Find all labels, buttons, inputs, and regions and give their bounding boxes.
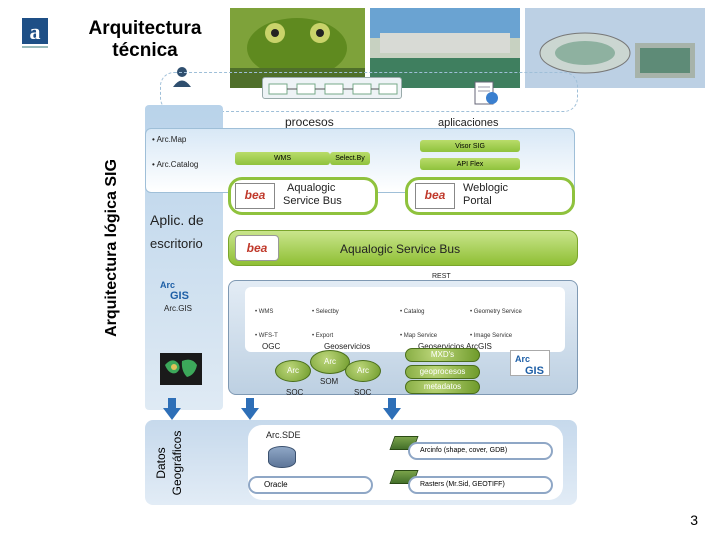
label-aplic-1: Aplic. de bbox=[150, 212, 204, 228]
application-icon bbox=[472, 80, 500, 106]
mxd-pill: MXD's bbox=[405, 348, 480, 362]
arcinfo-pill: Arcinfo (shape, cover, GDB) bbox=[408, 442, 553, 460]
header-photo-water-plant bbox=[525, 8, 705, 88]
svg-text:a: a bbox=[30, 19, 41, 44]
services-area bbox=[245, 287, 565, 352]
service-item: • WFS-T bbox=[255, 333, 278, 339]
svg-text:GIS: GIS bbox=[525, 365, 544, 377]
mxd-label: MXD's bbox=[430, 350, 455, 359]
geoprocesos-label: geoprocesos bbox=[419, 367, 466, 376]
label-arccatalog: • Arc.Catalog bbox=[152, 160, 199, 169]
som-node: Arc bbox=[310, 350, 350, 374]
page-number: 3 bbox=[690, 512, 698, 528]
arrow-down-icon bbox=[241, 398, 259, 420]
arcgis-server-logo-icon: Arc GIS bbox=[510, 350, 550, 377]
label-procesos: procesos bbox=[285, 115, 334, 129]
arc-label: Arc bbox=[357, 366, 369, 375]
label-arcgis: Arc.GIS bbox=[164, 304, 193, 313]
label-arcsde: Arc.SDE bbox=[266, 430, 301, 440]
soc-node-right: Arc bbox=[345, 360, 381, 382]
label-arcmap: • Arc.Map bbox=[152, 135, 187, 144]
svg-text:GIS: GIS bbox=[170, 290, 189, 300]
side-label-datos-1: Datos bbox=[154, 447, 168, 479]
label-asb-2: Service Bus bbox=[283, 195, 342, 207]
label-som: SOM bbox=[320, 377, 339, 386]
label-soc-right: SOC bbox=[354, 388, 372, 397]
label-portal-1: Weblogic bbox=[463, 182, 509, 194]
service-item: • Catalog bbox=[400, 309, 425, 315]
service-item: • Geometry Service bbox=[470, 309, 522, 315]
rasters-pill: Rasters (Mr.Sid, GEOTIFF) bbox=[408, 476, 553, 494]
service-item: • Image Service bbox=[470, 333, 513, 339]
top-dashed-frame bbox=[160, 72, 578, 112]
visor-bar: Visor SIG bbox=[420, 140, 520, 152]
company-logo-icon: a bbox=[18, 16, 52, 50]
metadatos-pill: metadatos bbox=[405, 380, 480, 394]
bea-logo-icon: bea bbox=[415, 183, 455, 209]
svg-text:Arc: Arc bbox=[160, 280, 175, 290]
bea-logo-icon: bea bbox=[235, 183, 275, 209]
label-esb: Aqualogic Service Bus bbox=[340, 242, 461, 256]
service-bus-bar bbox=[228, 230, 578, 266]
header-photo-frog bbox=[230, 8, 365, 88]
label-asb-1: Aqualogic bbox=[287, 182, 336, 194]
arrow-down-icon bbox=[163, 398, 181, 420]
world-map-icon bbox=[160, 353, 202, 385]
label-rasters: Rasters (Mr.Sid, GEOTIFF) bbox=[420, 481, 505, 488]
service-item: • Export bbox=[312, 333, 334, 339]
label-arcinfo: Arcinfo (shape, cover, GDB) bbox=[420, 447, 508, 454]
label-ogc: OGC bbox=[262, 342, 281, 351]
arc-label: Arc bbox=[324, 357, 336, 366]
label-oracle: Oracle bbox=[264, 480, 288, 489]
label-portal-2: Portal bbox=[463, 195, 492, 207]
service-item: • WMS bbox=[255, 309, 274, 315]
arcgis-logo-icon: Arc GIS bbox=[160, 278, 196, 302]
database-icon bbox=[268, 446, 296, 468]
process-flow-icon bbox=[262, 77, 402, 99]
apiflex-bar: API Flex bbox=[420, 158, 520, 170]
label-soc-left: SOC bbox=[286, 388, 304, 397]
label-geoservicios: Geoservicios bbox=[324, 342, 371, 351]
geoprocesos-pill: geoprocesos bbox=[405, 365, 480, 379]
side-label-datos-2: Geográficos bbox=[170, 430, 184, 496]
service-item: • Map Service bbox=[400, 333, 438, 339]
label-rest: REST bbox=[432, 273, 451, 280]
label-aplicaciones: aplicaciones bbox=[438, 117, 499, 129]
label-aplic-2: escritorio bbox=[150, 236, 203, 251]
service-item: • Selectby bbox=[312, 309, 339, 315]
arc-label: Arc bbox=[287, 366, 299, 375]
svg-text:Arc: Arc bbox=[515, 354, 530, 364]
page-title: Arquitectura técnica bbox=[88, 18, 202, 61]
metadatos-label: metadatos bbox=[423, 382, 462, 391]
wms-bar: WMS bbox=[235, 152, 330, 165]
selectby-bar: Select.By bbox=[330, 152, 370, 165]
side-label-logica: Arquitectura lógica SIG bbox=[103, 159, 120, 337]
label-geoservicios-arcgis: Geoservicios ArcGIS bbox=[418, 342, 492, 351]
oracle-pill: Oracle bbox=[248, 476, 373, 494]
bea-logo-icon: bea bbox=[235, 235, 279, 261]
arrow-down-icon bbox=[383, 398, 401, 420]
soc-node-left: Arc bbox=[275, 360, 311, 382]
